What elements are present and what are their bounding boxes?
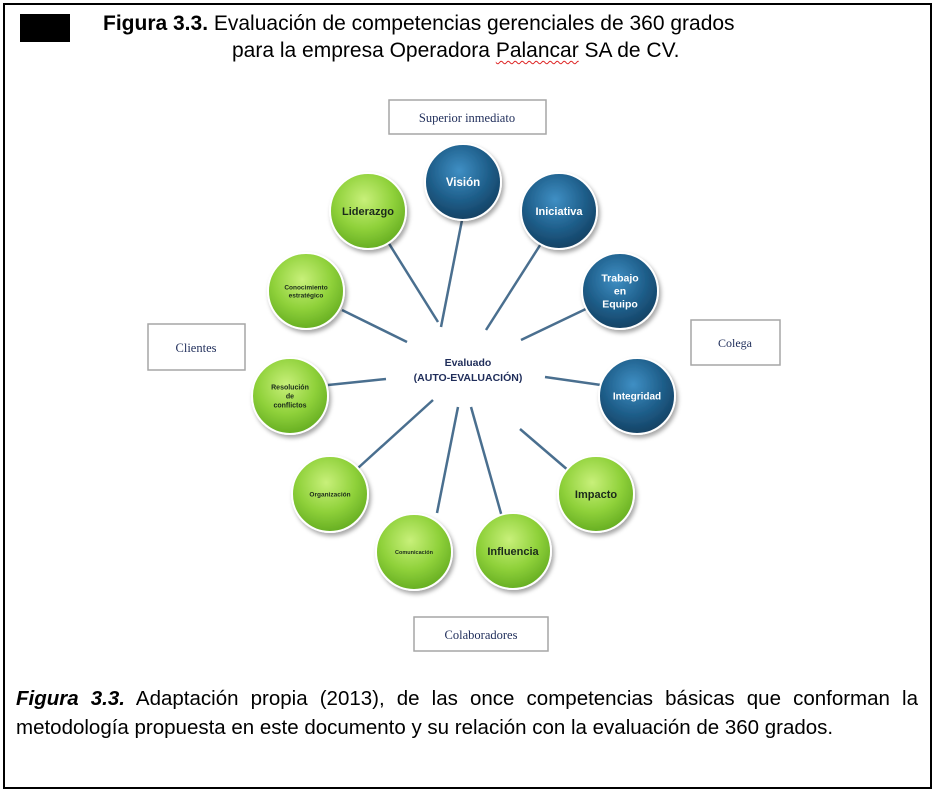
node-circle-resolucion-conflictos	[251, 357, 329, 435]
node-label-integridad: Integridad	[613, 392, 661, 403]
box-colega-label: Colega	[718, 336, 753, 350]
node-label-iniciativa: Iniciativa	[535, 206, 583, 218]
node-label-resolucion-conflictos: Resolución	[271, 384, 309, 391]
figure-caption: Figura 3.3. Adaptación propia (2013), de…	[16, 684, 918, 742]
node-label-influencia: Influencia	[487, 546, 539, 558]
connector-comunicacion	[435, 406, 460, 514]
node-iniciativa: Iniciativa	[520, 172, 598, 250]
title-line2: para la empresa Operadora Palancar SA de…	[103, 37, 903, 64]
title-line2-before: para la empresa Operadora	[232, 39, 496, 62]
node-label-impacto: Impacto	[575, 489, 617, 501]
caption-text: Adaptación propia (2013), de las once co…	[16, 687, 918, 739]
node-label-resolucion-conflictos: conflictos	[273, 402, 306, 409]
node-label-trabajo-equipo: Trabajo	[601, 273, 638, 285]
node-circle-influencia	[474, 512, 552, 590]
title-line1: Evaluación de competencias gerenciales d…	[213, 12, 735, 35]
node-label-vision: Visión	[446, 177, 480, 189]
node-circle-integridad	[598, 357, 676, 435]
competency-nodes: VisiónIniciativaTrabajoenEquipoIntegrida…	[251, 143, 676, 591]
node-vision: Visión	[424, 143, 502, 221]
node-impacto: Impacto	[557, 455, 635, 533]
connector-lines	[327, 214, 602, 518]
node-label-trabajo-equipo: Equipo	[602, 299, 638, 311]
spellcheck-flagged-word: Palancar	[495, 39, 579, 62]
connector-integridad	[544, 375, 602, 387]
title-line2-after: SA de CV.	[578, 39, 680, 62]
connector-impacto	[519, 428, 570, 472]
node-integridad: Integridad	[598, 357, 676, 435]
node-label-conocimiento-estrategico: estratégico	[289, 292, 324, 299]
center-line2: (AUTO-EVALUACIÓN)	[414, 371, 523, 384]
node-circle-trabajo-equipo	[581, 252, 659, 330]
node-circle-vision	[424, 143, 502, 221]
node-influencia: Influencia	[474, 512, 552, 590]
node-circle-iniciativa	[520, 172, 598, 250]
node-circle-liderazgo	[329, 172, 407, 250]
connector-influencia	[469, 406, 504, 518]
node-organizacion: Organización	[291, 455, 369, 533]
connector-iniciativa	[484, 238, 546, 331]
center-line1: Evaluado	[445, 357, 492, 369]
box-clientes-label: Clientes	[176, 341, 217, 355]
title-label: Figura 3.3.	[103, 12, 209, 35]
connector-trabajo-equipo	[520, 305, 591, 342]
node-circle-conocimiento-estrategico	[267, 252, 345, 330]
node-circle-organizacion	[291, 455, 369, 533]
box-superior: Superior inmediato	[388, 99, 547, 135]
box-clientes: Clientes	[147, 323, 246, 371]
center-evaluado: Evaluado (AUTO-EVALUACIÓN)	[414, 357, 523, 384]
connector-vision	[439, 214, 465, 328]
node-label-conocimiento-estrategico: Conocimiento	[284, 284, 327, 291]
connector-liderazgo	[386, 241, 440, 323]
figure-title: Figura 3.3. Evaluación de competencias g…	[103, 10, 903, 64]
node-label-resolucion-conflictos: de	[286, 393, 294, 400]
node-resolucion-conflictos: Resolución de conflictos	[251, 357, 329, 435]
node-label-organizacion: Organización	[309, 491, 350, 498]
caption-label: Figura 3.3.	[16, 687, 125, 710]
node-label-trabajo-equipo: en	[614, 286, 626, 298]
node-circle-impacto	[557, 455, 635, 533]
node-circle-comunicacion	[375, 513, 453, 591]
node-label-liderazgo: Liderazgo	[342, 206, 394, 218]
black-label-block	[20, 14, 70, 42]
box-colaboradores-label: Colaboradores	[445, 628, 518, 642]
box-superior-label: Superior inmediato	[419, 111, 515, 125]
connector-resolucion-conflictos	[327, 377, 387, 387]
node-liderazgo: Liderazgo	[329, 172, 407, 250]
box-colega: Colega	[690, 319, 781, 366]
connector-organizacion	[357, 399, 434, 469]
node-label-comunicacion: Comunicación	[395, 550, 434, 556]
connector-conocimiento-estrategico	[341, 308, 408, 344]
node-comunicacion: Comunicación	[375, 513, 453, 591]
box-colaboradores: Colaboradores	[413, 616, 549, 652]
